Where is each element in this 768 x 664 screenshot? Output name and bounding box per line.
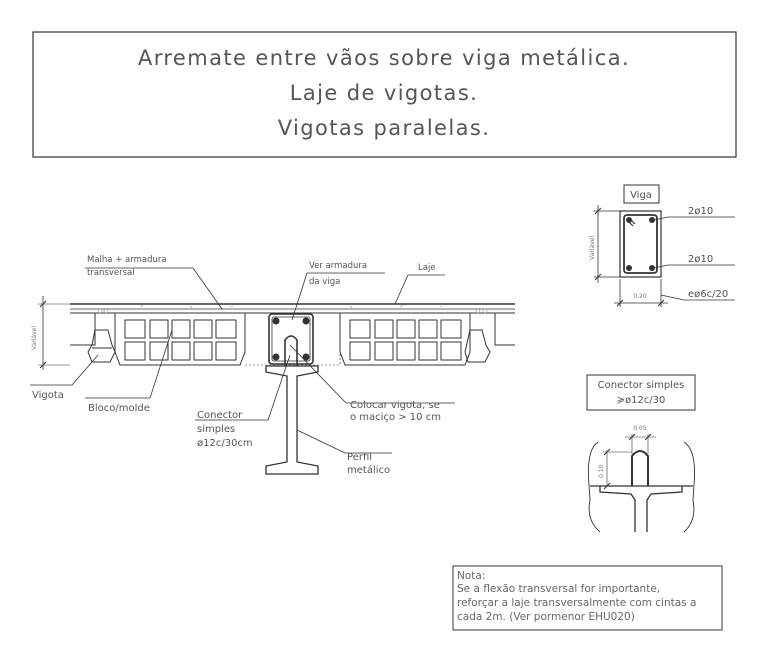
leader-bloco	[85, 329, 173, 399]
viga-bar-tr	[649, 217, 655, 223]
label-laje: Laje	[418, 263, 436, 273]
title-line-3: Vigotas paralelas.	[278, 116, 491, 140]
label-conector-3: ø12c/30cm	[197, 438, 253, 449]
bar-3	[272, 353, 280, 361]
connector-break-left	[587, 441, 601, 533]
viga-bar-bl	[626, 265, 632, 271]
viga-bottom-bars: 2ø10	[688, 254, 713, 265]
connector-title-box	[586, 374, 696, 411]
viga-stirrup	[623, 214, 658, 274]
connector-stud-detail	[631, 450, 649, 486]
note-line-4: cada 2m. (Ver pormenor EHU020)	[457, 611, 635, 623]
viga-dim-width: 0.20	[633, 293, 647, 300]
label-perfil-2: metálico	[347, 464, 390, 476]
leader-conector	[195, 354, 291, 421]
viga-title: Viga	[630, 190, 652, 201]
leader-vigota	[30, 354, 99, 386]
label-ver-armadura-1: Ver armadura	[309, 261, 367, 271]
leader-colocar	[289, 344, 455, 404]
connector-dim-side: 0.10	[598, 464, 605, 478]
label-conector-2: simples	[197, 424, 235, 435]
connector-title-1: Conector simples	[598, 380, 685, 391]
viga-title-box	[623, 184, 660, 204]
leader-perfil	[296, 429, 392, 454]
vigota-right	[464, 329, 491, 363]
connector-stud	[284, 335, 298, 366]
title-block: Arremate entre vãos sobre viga metálica.…	[32, 31, 737, 158]
label-conector-1: Conector	[197, 410, 243, 421]
leader-laje	[394, 274, 445, 305]
note-line-2: Se a flexão transversal for importante,	[457, 583, 660, 595]
label-ver-armadura-2: da viga	[309, 277, 340, 287]
title-line-2: Laje de vigotas.	[290, 81, 478, 105]
label-perfil-1: Perfil	[347, 452, 372, 463]
viga-detail: Viga Variável 0.20 2ø10 2ø10 eø6c/20	[589, 184, 735, 307]
connector-dim-top: 0.05	[633, 425, 647, 432]
connector-break-right	[683, 441, 695, 533]
massico	[245, 312, 341, 366]
label-malha-2: transversal	[87, 268, 135, 278]
label-bloco: Bloco/molde	[88, 403, 150, 414]
main-section	[30, 267, 515, 475]
note-line-1: Nota:	[457, 570, 485, 582]
connector-title-2: ≽ø12c/30	[617, 395, 666, 406]
viga-outline	[619, 210, 662, 278]
bar-4	[302, 353, 310, 361]
leader-ver-armadura	[291, 272, 385, 321]
steel-profile	[265, 365, 319, 475]
note-line-3: reforçar a laje transversalmente com cin…	[457, 597, 696, 609]
note-box: Nota: Se a flexão transversal for import…	[452, 565, 723, 631]
label-colocar-1: Colocar vigota, se	[350, 400, 440, 411]
main-labels: Malha + armadura transversal Ver armadur…	[31, 255, 441, 476]
label-variavel-main: Variável	[31, 326, 38, 350]
vigota-left	[87, 329, 116, 363]
viga-dim-height: Variável	[589, 236, 596, 260]
title-line-1: Arremate entre vãos sobre viga metálica.	[138, 46, 630, 70]
label-malha-1: Malha + armadura	[87, 255, 167, 265]
viga-stirrups: eø6c/20	[688, 289, 728, 300]
right-block	[339, 312, 471, 366]
connector-detail: Conector simples ≽ø12c/30 0.05 0.10	[586, 374, 696, 533]
right-partial-block	[494, 312, 515, 346]
bar-2	[302, 317, 310, 325]
leader-malha	[85, 267, 223, 310]
viga-bar-br	[649, 265, 655, 271]
label-vigota: Vigota	[32, 390, 64, 401]
label-colocar-2: o maciço > 10 cm	[350, 412, 441, 423]
viga-bar-tl	[626, 217, 632, 223]
viga-top-bars: 2ø10	[688, 206, 713, 217]
beam-stirrup	[268, 313, 314, 365]
left-block	[114, 312, 246, 366]
left-partial-block	[70, 312, 96, 346]
bar-1	[272, 317, 280, 325]
